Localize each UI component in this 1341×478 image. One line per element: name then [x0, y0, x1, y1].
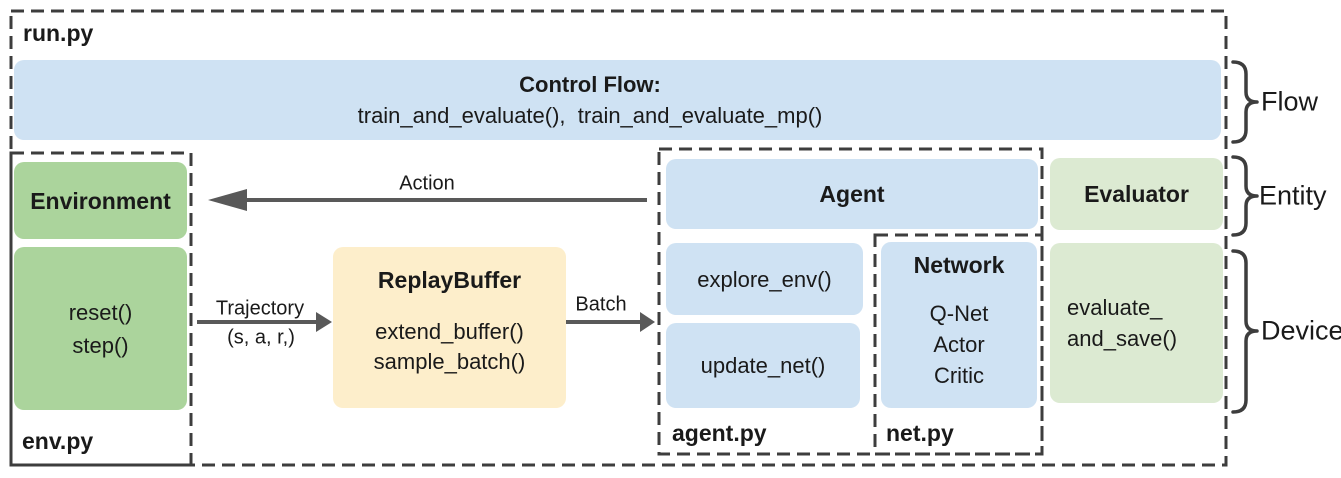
env-module-label: env.py — [22, 428, 94, 454]
network-item-qnet: Q-Net — [929, 301, 989, 326]
trajectory-tuple-label: (s, a, r,) — [227, 326, 295, 349]
env-method-step: step() — [72, 332, 129, 358]
replay-buffer-title: ReplayBuffer — [377, 267, 522, 293]
run-module-label: run.py — [23, 20, 94, 46]
control-flow-banner: Control Flow: train_and_evaluate(), trai… — [14, 60, 1221, 140]
env-method-reset: reset() — [68, 299, 133, 325]
environment-box: Environment — [14, 162, 187, 239]
action-arrow-label: Action — [399, 172, 455, 195]
network-item-critic: Critic — [933, 363, 985, 388]
batch-arrow-head — [640, 312, 655, 332]
explore-env-box: explore_env() — [666, 243, 863, 315]
evaluator-method-line1: evaluate_ — [1067, 295, 1163, 320]
side-label-device: Device — [1261, 315, 1341, 346]
network-item-actor: Actor — [933, 332, 985, 357]
environment-methods-box: reset() step() — [14, 247, 187, 410]
side-label-entity: Entity — [1259, 180, 1327, 211]
entity-brace — [1231, 155, 1259, 237]
evaluator-title: Evaluator — [1084, 181, 1189, 207]
replay-buffer-box: ReplayBuffer extend_buffer() sample_batc… — [333, 247, 566, 408]
network-box: Network Q-Net Actor Critic — [881, 242, 1037, 408]
evaluator-box: Evaluator — [1050, 158, 1223, 230]
agent-method-explore: explore_env() — [697, 266, 832, 292]
flow-brace — [1231, 60, 1259, 144]
device-brace — [1231, 249, 1259, 414]
net-module-label: net.py — [886, 420, 954, 446]
update-net-box: update_net() — [666, 323, 860, 408]
network-title: Network — [913, 252, 1005, 278]
batch-arrow-label: Batch — [575, 293, 627, 316]
evaluator-method-line2: and_save() — [1067, 326, 1178, 351]
side-label-flow: Flow — [1261, 86, 1319, 117]
agent-title: Agent — [819, 181, 885, 207]
action-arrow-head — [208, 189, 247, 211]
control-flow-functions: train_and_evaluate(), train_and_evaluate… — [357, 103, 823, 128]
trajectory-arrow-label: Trajectory — [215, 297, 305, 320]
trajectory-arrow-head — [316, 312, 332, 332]
environment-title: Environment — [30, 187, 171, 214]
agent-box: Agent — [666, 159, 1038, 229]
evaluate-and-save-box: evaluate_ and_save() — [1050, 243, 1223, 403]
replay-buffer-method-sample: sample_batch() — [373, 349, 526, 374]
agent-module-label: agent.py — [672, 420, 767, 446]
agent-method-update: update_net() — [700, 353, 826, 378]
replay-buffer-method-extend: extend_buffer() — [375, 319, 524, 344]
control-flow-title: Control Flow: — [519, 72, 661, 97]
